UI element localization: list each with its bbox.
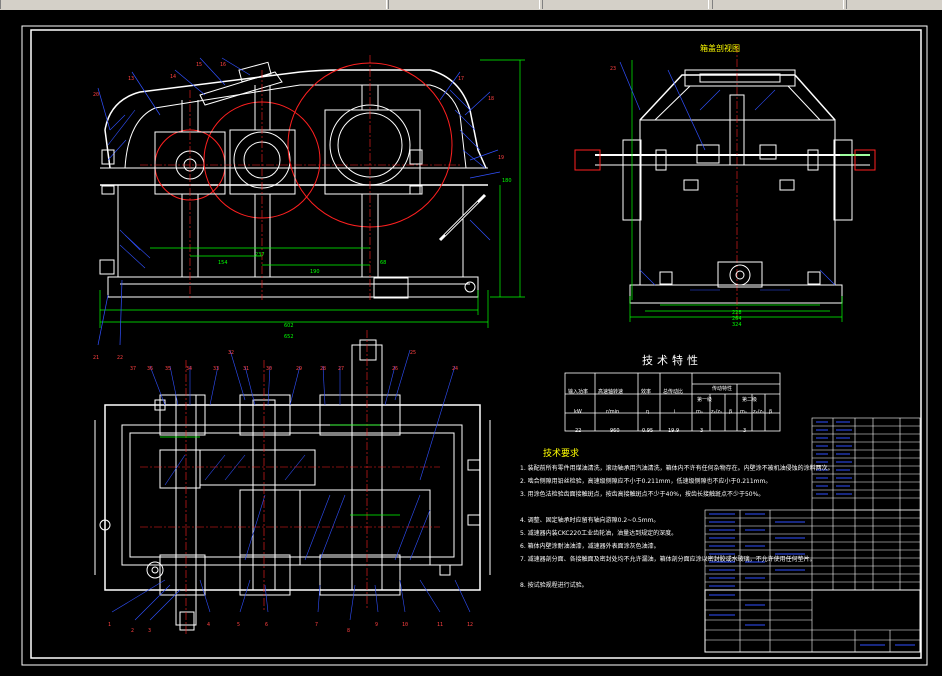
balloon-37[interactable]: 37	[130, 366, 137, 372]
spec-unit-ratio: i	[674, 409, 676, 415]
spec-val-eff: 0.95	[642, 428, 654, 434]
balloon-14[interactable]: 14	[170, 74, 177, 80]
balloon-31[interactable]: 31	[243, 366, 250, 372]
balloon-22[interactable]: 22	[117, 355, 124, 361]
balloon-33[interactable]: 33	[213, 366, 220, 372]
balloon-9[interactable]: 9	[375, 622, 379, 628]
toolbar-tab-3[interactable]	[712, 0, 844, 9]
side-view	[574, 45, 876, 322]
balloon-3[interactable]: 3	[148, 628, 152, 634]
spec-val-power: 22	[575, 428, 582, 434]
tech-req-7: 7. 减速器剖分面、各接触面及密封处均不允许漏油，箱体剖分面应涂以密封胶或水玻璃…	[520, 556, 816, 563]
drawing-canvas[interactable]: 箱盖剖视图 技术特性 技术要求 1. 装配前所有零件用煤油清洗，滚动轴承用汽油清…	[0, 10, 942, 676]
dim-side-2: 264	[732, 316, 742, 322]
spec-subheader-stage1: 第一级	[697, 397, 713, 403]
spec-header-transmission: 传动特性	[712, 386, 733, 392]
balloon-27[interactable]: 27	[338, 366, 345, 372]
balloon-7[interactable]: 7	[315, 622, 319, 628]
balloon-2[interactable]: 2	[131, 628, 135, 634]
spec-unit-speed: r/min	[606, 409, 620, 415]
balloon-32[interactable]: 32	[228, 350, 235, 356]
balloon-24[interactable]: 24	[452, 366, 459, 372]
spec-sub-mn2: mₙ	[740, 409, 747, 415]
dim-side-1: 228	[732, 310, 742, 316]
spec-subheader-stage2: 第二级	[742, 397, 758, 403]
tech-req-5: 5. 减速器内装CKC220工业齿轮油，油量达到规定的深度。	[520, 530, 678, 537]
balloon-16[interactable]: 16	[220, 62, 227, 68]
spec-sub-z2: z₂/z₁	[753, 409, 764, 415]
spec-sub-z1: z₂/z₁	[711, 409, 722, 415]
balloon-29[interactable]: 29	[296, 366, 303, 372]
dim-side-3: 324	[732, 322, 742, 328]
balloon-20[interactable]: 20	[93, 92, 100, 98]
balloon-1[interactable]: 1	[108, 622, 112, 628]
spec-sub-b1: β	[729, 409, 733, 415]
dim-center-2: 237	[255, 252, 265, 258]
front-view	[97, 55, 525, 346]
tech-req-3: 3. 用涂色法检验齿面接触斑点，按齿高接触斑点不少于40%，按齿长接触斑点不少于…	[520, 491, 765, 498]
balloon-26[interactable]: 26	[392, 366, 399, 372]
balloon-5[interactable]: 5	[237, 622, 241, 628]
tech-req-8: 8. 按试验规程进行试验。	[520, 582, 588, 589]
dim-height: 180	[502, 178, 512, 184]
inner-frame	[30, 29, 922, 659]
tech-spec-table	[564, 372, 781, 432]
spec-unit-eff: η	[646, 409, 650, 415]
toolbar-tab-2[interactable]	[542, 0, 709, 9]
side-view-title: 箱盖剖视图	[700, 44, 740, 53]
plan-view	[94, 330, 491, 635]
spec-sub-mn1: mₙ	[696, 409, 703, 415]
balloon-6[interactable]: 6	[265, 622, 269, 628]
balloon-11[interactable]: 11	[437, 622, 444, 628]
balloon-4[interactable]: 4	[207, 622, 211, 628]
spec-header-power: 输入功率	[568, 389, 589, 395]
tech-requirements-title: 技术要求	[543, 449, 580, 459]
balloon-8[interactable]: 8	[347, 628, 351, 634]
spec-unit-power: kW	[574, 409, 582, 415]
cad-drawing	[21, 25, 928, 666]
balloon-34[interactable]: 34	[186, 366, 193, 372]
balloon-23[interactable]: 23	[610, 66, 617, 72]
parts-list	[704, 417, 921, 653]
tech-spec-title: 技术特性	[642, 354, 702, 367]
spec-header-speed: 高速轴转速	[598, 389, 624, 395]
balloon-13[interactable]: 13	[128, 76, 135, 82]
cover-outline	[104, 69, 487, 169]
balloon-36[interactable]: 36	[147, 366, 154, 372]
dim-overall-1: 602	[284, 323, 294, 329]
toolbar-tab-4[interactable]	[846, 0, 942, 9]
spec-sub-b2: β	[769, 409, 773, 415]
balloon-28[interactable]: 28	[320, 366, 327, 372]
balloon-17[interactable]: 17	[458, 76, 465, 82]
balloon-12[interactable]: 12	[467, 622, 474, 628]
spec-val-mn1: 3	[700, 428, 704, 434]
parts-list-text-strokes	[709, 421, 915, 646]
dim-center-3: 190	[310, 269, 320, 275]
balloon-30[interactable]: 30	[266, 366, 273, 372]
dim-center-1: 154	[218, 260, 228, 266]
tech-req-2: 2. 啮合侧隙用铅丝检验，高速级侧隙应不小于0.211mm，低速级侧隙也不应小于…	[520, 478, 772, 485]
balloon-15[interactable]: 15	[196, 62, 203, 68]
spec-header-efficiency: 效率	[641, 389, 652, 395]
spec-header-ratio: 总传动比	[663, 389, 684, 395]
balloon-25[interactable]: 25	[410, 350, 417, 356]
balloon-18[interactable]: 18	[488, 96, 495, 102]
spec-val-mn2: 3	[743, 428, 747, 434]
dim-overall-2: 652	[284, 334, 294, 340]
base-flange	[107, 276, 479, 298]
dim-small: 68	[380, 260, 387, 266]
tech-req-6: 6. 箱体内壁涂耐油油漆，减速器外表面涂灰色油漆。	[520, 543, 660, 550]
balloon-19[interactable]: 19	[498, 155, 505, 161]
toolbar-group-left[interactable]	[0, 0, 387, 9]
balloon-35[interactable]: 35	[165, 366, 172, 372]
spec-val-speed: 960	[610, 428, 620, 434]
balloon-10[interactable]: 10	[402, 622, 409, 628]
spec-val-ratio: 19.9	[668, 428, 680, 434]
tech-req-1: 1. 装配前所有零件用煤油清洗，滚动轴承用汽油清洗，箱体内不许有任何杂物存在。内…	[520, 465, 834, 472]
toolbar-tab-1[interactable]	[388, 0, 540, 9]
tech-req-4: 4. 调整、固定轴承时应留有轴向游隙0.2~0.5mm。	[520, 517, 660, 524]
balloon-21[interactable]: 21	[93, 355, 100, 361]
outer-frame	[21, 25, 928, 666]
